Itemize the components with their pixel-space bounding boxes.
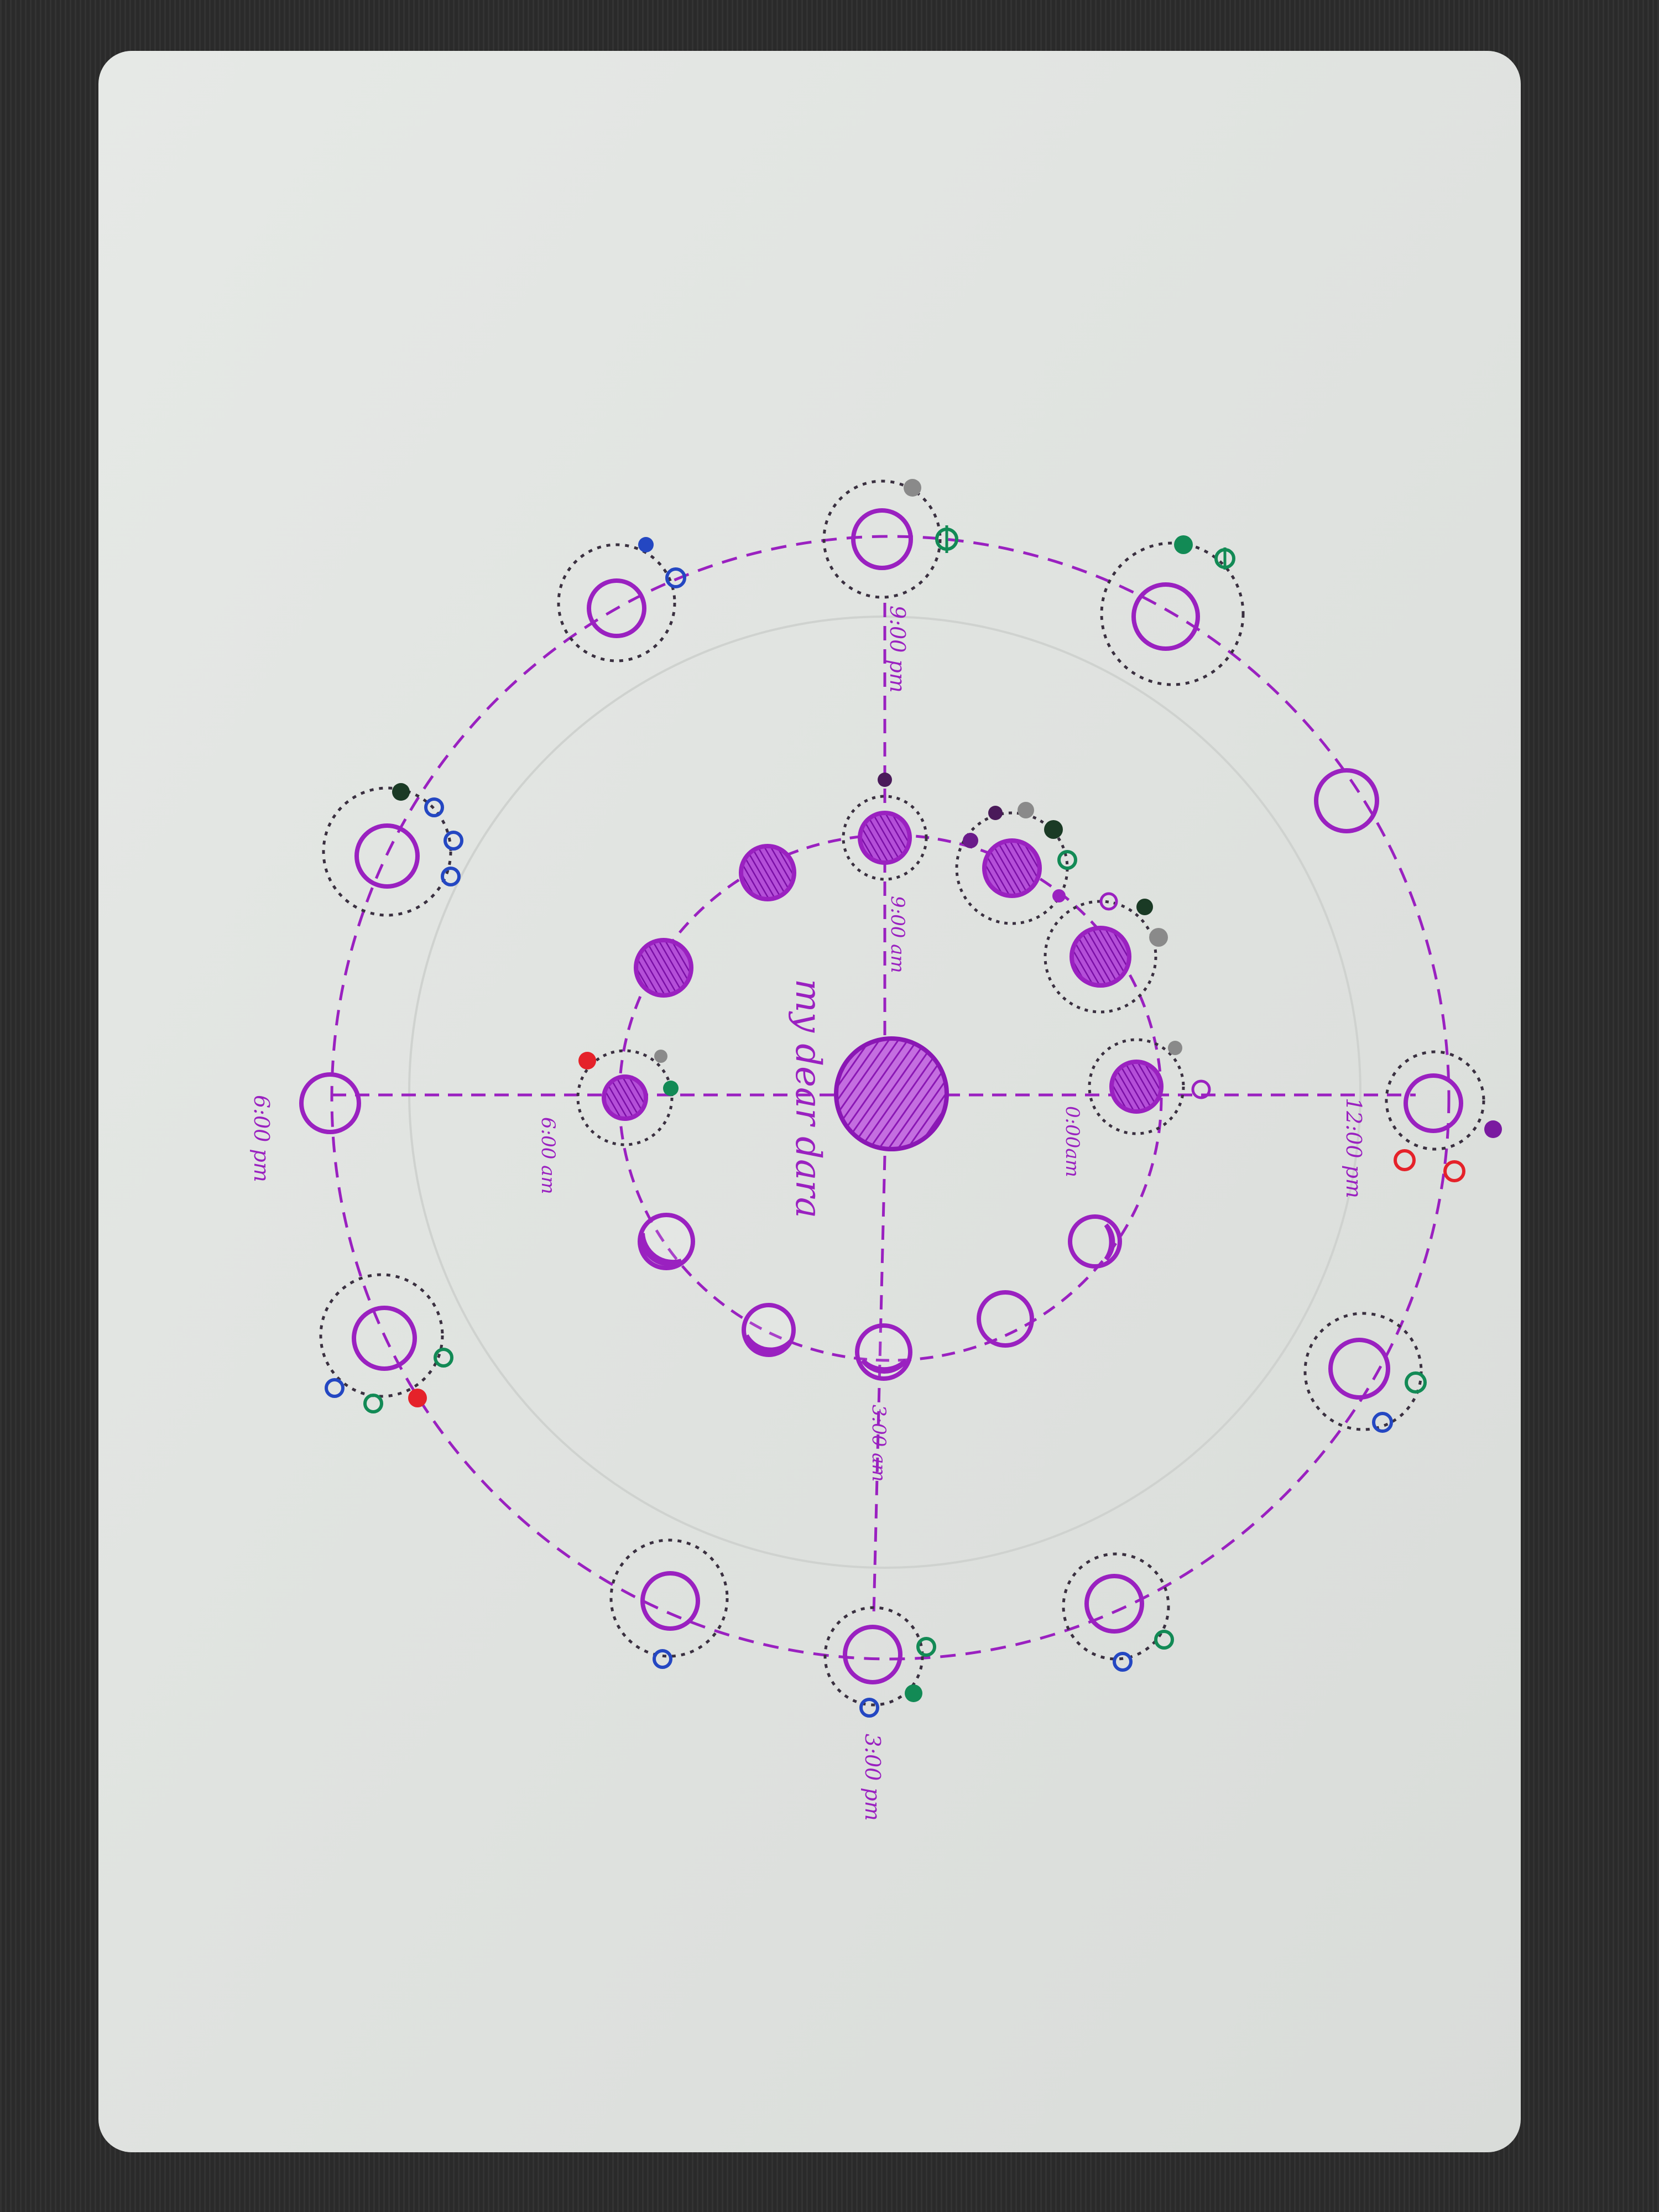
center-sun [834,1036,949,1151]
label-3am: 3:00 am [868,1405,890,1482]
label-12pm: 12:00 pm [1342,1098,1366,1198]
inner-moons [602,811,1164,1381]
inner-orbit [618,833,1163,1362]
label-3pm: 3:00 pm [860,1734,885,1821]
label-6am: 6:00 am [537,1117,559,1194]
label-0am: 0:00am [1061,1106,1083,1177]
center-title: my dear dara [787,979,828,1218]
outer-planets [299,508,1463,1684]
outer-dotted-rings [319,479,1485,1707]
label-9am: 9:00 am [886,896,909,973]
label-6pm: 6:00 pm [249,1095,274,1182]
outer-orbit [330,535,1451,1661]
label-9pm: 9:00 pm [885,606,910,693]
outer-satellites [325,479,1502,1718]
inner-satellites [578,773,1211,1099]
